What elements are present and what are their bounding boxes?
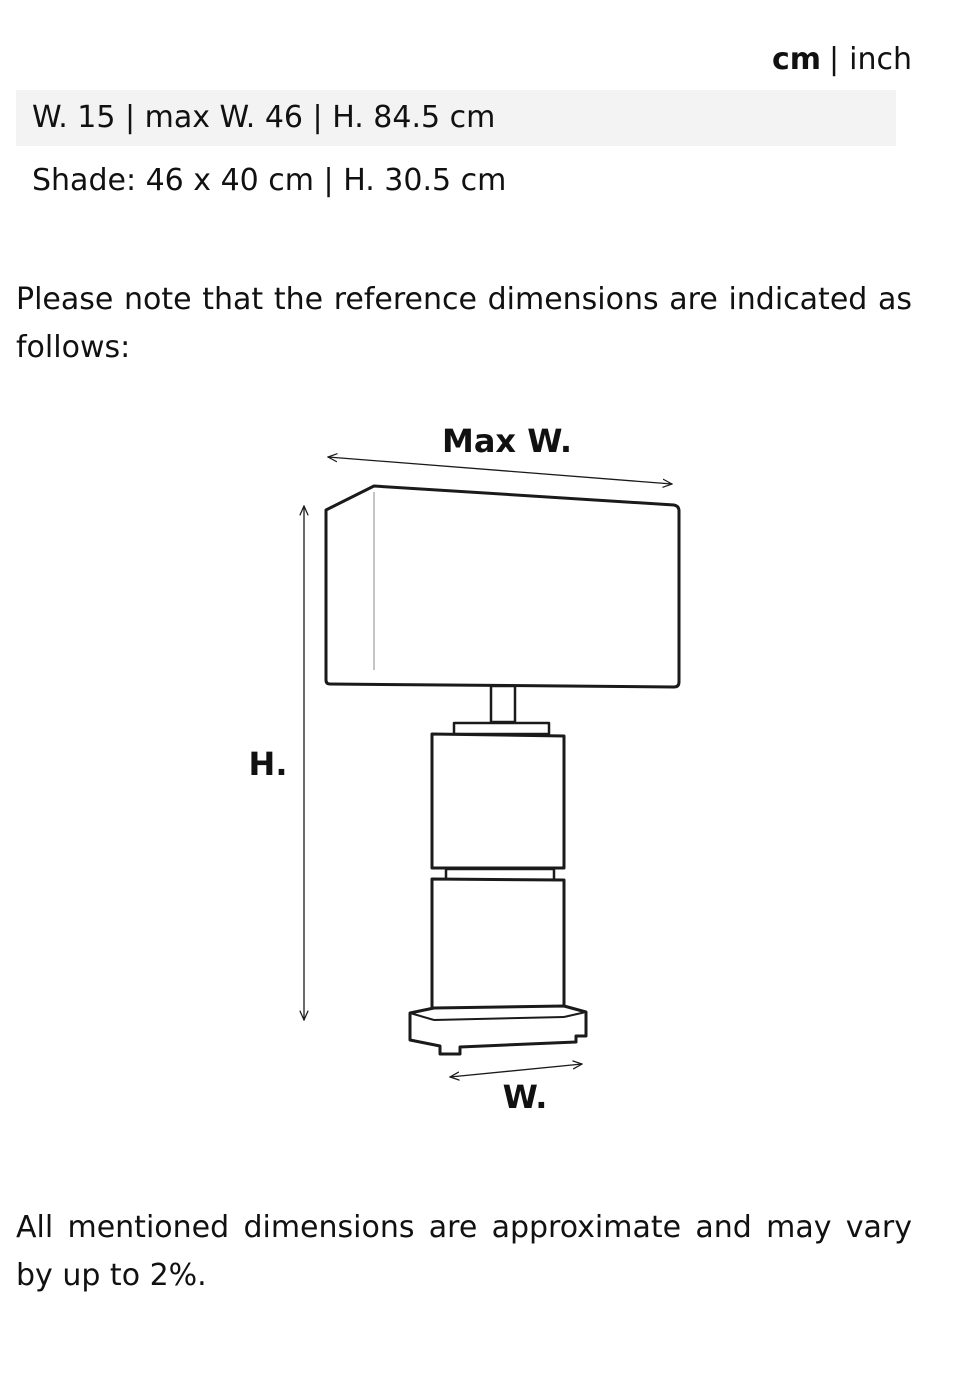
lamp-illustration [324,484,681,1056]
overall-dimensions: W. 15 | max W. 46 | H. 84.5 cm [16,90,896,146]
upper-block [430,732,566,870]
width-indicator: W. [450,1064,582,1116]
max-width-label: Max W. [442,422,572,460]
base-left-edge [409,1012,435,1021]
lamp-shade [324,484,681,689]
lower-block [430,877,566,1012]
max-width-indicator: Max W. [328,422,672,484]
base-right-edge [563,1011,587,1018]
max-width-arrow [328,457,672,484]
base-top-edge [433,1016,565,1021]
unit-separator: | [829,42,840,77]
height-indicator: H. [249,506,304,1020]
width-label: W. [503,1078,548,1116]
shade-dimensions: Shade: 46 x 40 cm | H. 30.5 cm [32,163,507,198]
lamp-stem [489,684,517,724]
approximation-disclaimer: All mentioned dimensions are approximate… [16,1210,912,1293]
unit-toggle: cm | inch [772,40,912,80]
lamp-base [408,1004,588,1056]
height-label: H. [249,745,288,783]
unit-cm-option[interactable]: cm [771,42,822,77]
upper-collar [452,721,551,736]
reference-note: Please note that the reference dimension… [16,282,912,365]
lamp-dimension-diagram: Max W. H. [0,400,956,1140]
width-arrow [450,1064,582,1077]
unit-inch-option[interactable]: inch [849,42,912,77]
